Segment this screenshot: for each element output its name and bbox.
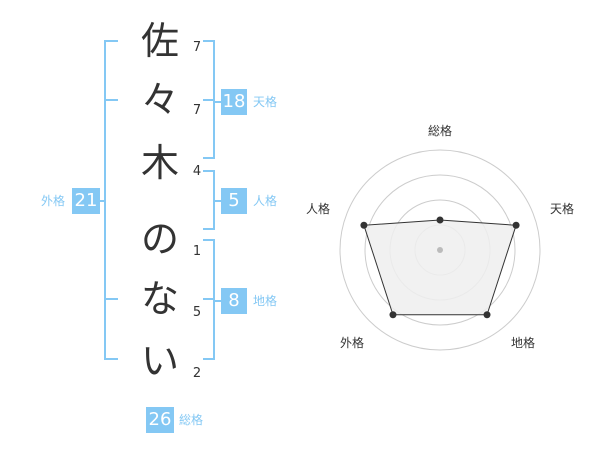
soukaku-label: 総格 (179, 413, 204, 427)
name-char-6: い (140, 339, 179, 383)
radar-ring-3 (364, 174, 516, 326)
radar-point-2 (483, 311, 491, 319)
radar-point-4 (360, 221, 368, 229)
chikaku-connector (213, 300, 221, 302)
jinkaku-label: 人格 (253, 194, 278, 208)
gaikaku-bracket-tick-1 (104, 99, 118, 101)
chikaku-bracket-tick (203, 298, 215, 300)
stroke-count-1: 7 (192, 40, 202, 55)
radar-point-3 (389, 311, 397, 319)
jinkaku-connector (213, 200, 221, 202)
radar-label-jinkaku: 人格 (305, 202, 330, 216)
jinkaku-badge: 5 (221, 188, 247, 214)
name-char-4: の (140, 217, 179, 261)
tenkaku-bracket-tick (203, 99, 215, 101)
radar-label-gaikaku: 外格 (339, 336, 364, 350)
radar-center-dot (437, 247, 443, 253)
name-char-5: な (140, 277, 179, 321)
tenkaku-badge: 18 (221, 89, 247, 115)
chikaku-label: 地格 (253, 294, 278, 308)
gaikaku-label: 外格 (41, 194, 66, 208)
stroke-count-6: 2 (192, 366, 202, 381)
radar-point-0 (436, 216, 444, 224)
gaikaku-badge: 21 (72, 188, 100, 214)
radar-label-tenkaku: 天格 (549, 202, 574, 216)
radar-label-soukaku: 総格 (427, 124, 452, 138)
stroke-count-3: 4 (192, 164, 202, 179)
tenkaku-connector (213, 101, 221, 103)
radar-ring-4 (339, 149, 541, 351)
radar-series-polygon (363, 219, 517, 316)
name-char-3: 木 (140, 141, 179, 185)
radar-point-1 (512, 221, 520, 229)
chikaku-badge: 8 (221, 288, 247, 314)
gaikaku-bracket-tick-2 (104, 298, 118, 300)
radar-label-chikaku: 地格 (510, 336, 535, 350)
stroke-count-4: 1 (192, 244, 202, 259)
soukaku-badge: 26 (146, 407, 174, 433)
stroke-count-2: 7 (192, 103, 202, 118)
name-char-2: 々 (140, 78, 179, 122)
tenkaku-label: 天格 (253, 95, 278, 109)
stroke-count-5: 5 (192, 305, 202, 320)
name-char-1: 佐 (140, 19, 179, 63)
gaikaku-connector (98, 200, 106, 202)
